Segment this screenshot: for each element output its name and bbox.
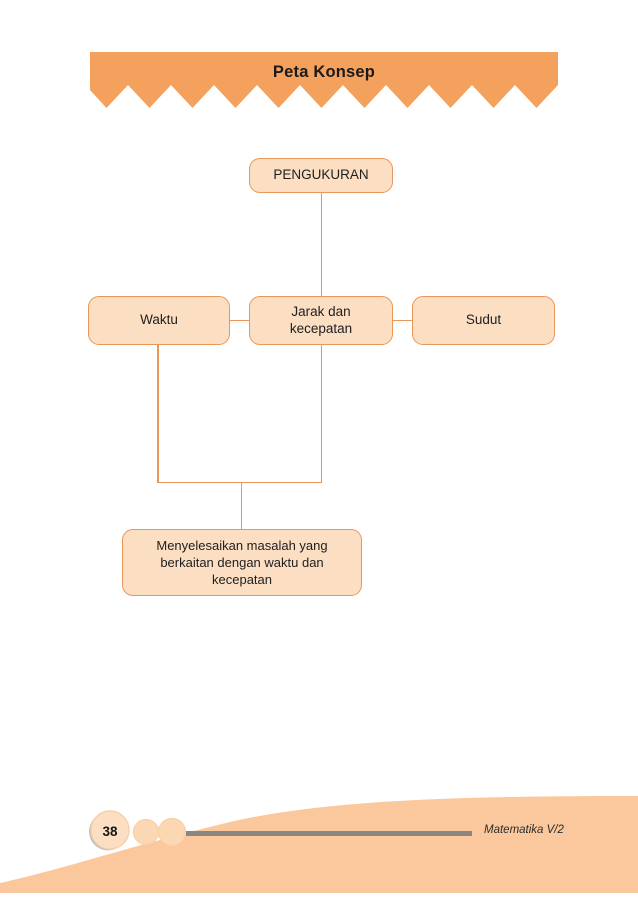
node-waktu-label: Waktu xyxy=(140,312,178,328)
decor-circle-1 xyxy=(132,818,160,846)
peta-konsep-banner: Peta Konsep xyxy=(90,52,558,108)
node-sudut: Sudut xyxy=(412,296,555,345)
node-pengukuran-label: PENGUKURAN xyxy=(273,167,369,183)
node-sudut-label: Sudut xyxy=(465,312,502,328)
book-label: Matematika V/2 xyxy=(484,824,564,836)
footer-rule xyxy=(186,831,472,836)
edge-join-horizontal xyxy=(157,481,322,484)
node-masalah-label: Menyelesaikan masalah yang berkaitan den… xyxy=(156,537,328,588)
edge-jarak-to-sudut xyxy=(393,319,412,322)
node-waktu: Waktu xyxy=(88,296,230,345)
footer-decoration xyxy=(0,796,638,893)
node-jarak-label: Jarak dan kecepatan xyxy=(289,304,353,336)
page-number: 38 xyxy=(102,824,118,839)
decor-circle-2 xyxy=(157,817,187,847)
node-menyelesaikan-masalah: Menyelesaikan masalah yang berkaitan den… xyxy=(122,529,362,596)
edge-waktu-drop xyxy=(157,345,159,483)
edge-waktu-to-jarak xyxy=(230,319,249,322)
edge-jarak-drop xyxy=(320,345,323,483)
edge-pengukuran-to-jarak xyxy=(320,193,323,296)
edge-join-to-masalah xyxy=(240,481,243,530)
footer-swoosh xyxy=(0,796,638,893)
banner-zigzag-shape xyxy=(90,52,558,108)
node-jarak-dan-kecepatan: Jarak dan kecepatan xyxy=(249,296,393,345)
node-pengukuran: PENGUKURAN xyxy=(249,158,393,193)
page-number-circle xyxy=(90,810,130,850)
page-title: Peta Konsep xyxy=(272,63,376,81)
